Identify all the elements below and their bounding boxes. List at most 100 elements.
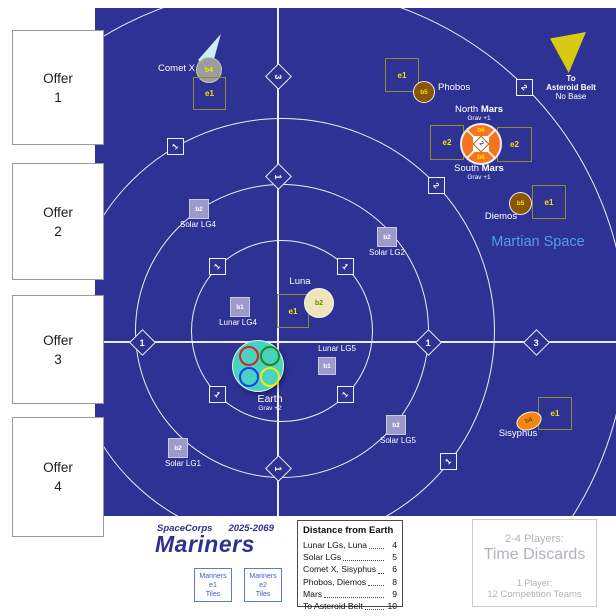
asteroid-belt-no-base: No Base <box>555 92 587 101</box>
one-player-label: 1 Player: <box>516 578 553 588</box>
orbit4-cost-ne: 2 <box>516 79 533 96</box>
lunar-lg4-label: Lunar LG4 <box>219 318 257 327</box>
offer-4-number: 4 <box>54 479 62 494</box>
horizontal-spoke-line <box>95 341 616 343</box>
luna-body[interactable]: b2 <box>304 288 334 318</box>
phobos-label: Phobos <box>438 82 471 93</box>
competition-teams-label: 12 Competition Teams <box>487 589 582 600</box>
vertical-spoke-line <box>277 8 279 516</box>
offer-1-label: Offer <box>43 70 73 86</box>
diemos-e-space[interactable]: e1 <box>532 185 566 219</box>
mariners-e2-tiles-box[interactable]: Mariners e2 Tiles <box>244 568 282 602</box>
asteroid-belt-arrow-icon <box>550 32 586 73</box>
earth-body[interactable] <box>232 340 284 392</box>
luna-label: Luna <box>289 276 311 287</box>
mars-body[interactable]: b6 b6 2 <box>460 123 502 165</box>
brand-years: 2025-2069 <box>228 523 274 534</box>
lunar-lg5-label: Lunar LG5 <box>318 344 356 353</box>
diemos-e-label: e1 <box>544 197 554 207</box>
tilebox-line: e2 <box>259 581 267 589</box>
players-2-4-label: 2-4 Players: <box>505 533 564 545</box>
diemos-base-value: b5 <box>516 200 525 207</box>
offer-1-box[interactable]: Offer 1 <box>12 30 104 145</box>
mars-e-west-label: e2 <box>442 138 452 147</box>
mariners-e1-tiles-box[interactable]: Mariners e1 Tiles <box>194 568 232 602</box>
phobos-e-space[interactable]: e1 <box>385 58 419 92</box>
solar-lg2-tile[interactable]: b2 <box>377 227 397 247</box>
lunar-lg5-tile[interactable]: b1 <box>318 357 336 375</box>
mars-north-base-value: b6 <box>477 127 485 134</box>
offer-2-number: 2 <box>54 223 62 239</box>
asteroid-belt-to: To <box>566 74 576 83</box>
distance-table-title: Distance from Earth <box>303 525 394 536</box>
solar-lg1-label: Solar LG1 <box>164 459 202 468</box>
time-discards-label: Time Discards <box>483 546 586 563</box>
solar-lg1-tile[interactable]: b2 <box>168 438 188 458</box>
comet-x-label: Comet X <box>158 63 195 74</box>
tilebox-line: Mariners <box>199 572 227 580</box>
comet-x-body[interactable]: b4 <box>196 57 222 83</box>
earth-blue-ring-icon <box>239 367 259 387</box>
south-mars-grav: Grav +1 <box>467 174 491 181</box>
orbit3-cost-ne: 2 <box>428 177 445 194</box>
north-mars-label: North Mars <box>454 104 504 115</box>
luna-e-label: e1 <box>288 306 298 316</box>
mars-center-cost: 2 <box>472 135 490 153</box>
sisyphus-label: Sisyphus <box>498 428 538 439</box>
players-info-box: 2-4 Players: Time Discards 1 Player: 12 … <box>472 519 597 607</box>
south-mars-label: South Mars <box>454 163 504 174</box>
solar-lg4-tile[interactable]: b2 <box>189 199 209 219</box>
earth-yellow-ring-icon <box>260 367 280 387</box>
offer-2-box[interactable]: Offer 2 <box>12 163 104 280</box>
sisyphus-e-label: e1 <box>550 409 560 418</box>
offer-3-number: 3 <box>54 351 62 367</box>
brand-name: SpaceCorps <box>157 523 213 534</box>
offer-1-number: 1 <box>54 89 62 105</box>
orbit1-cost-se: 1 <box>337 386 354 403</box>
tilebox-line: e1 <box>209 581 217 589</box>
earth-grav: Grav +2 <box>258 405 282 412</box>
orbit1-cost-ne: 1 <box>337 258 354 275</box>
mars-e-space-west[interactable]: e2 <box>430 125 464 160</box>
solar-lg2-label: Solar LG2 <box>368 248 406 257</box>
tilebox-line: Tiles <box>205 590 221 598</box>
tilebox-line: Mariners <box>249 572 277 580</box>
space-map: 3 1 1 1 3 1 1 1 1 1 1 2 1 2 b4 Comet X e… <box>95 8 616 516</box>
earth-green-ring-icon <box>260 346 280 366</box>
comet-x-e-label: e1 <box>205 89 214 98</box>
offer-4-box[interactable]: Offer 4 <box>12 417 104 537</box>
martian-space-region-label: Martian Space <box>491 234 585 250</box>
brand-line: SpaceCorps 2025-2069 <box>157 523 274 534</box>
comet-x-e-space[interactable]: e1 <box>193 77 226 110</box>
solar-lg4-label: Solar LG4 <box>179 220 217 229</box>
orbit3-cost-se: 1 <box>440 453 457 470</box>
luna-base-value: b2 <box>314 299 324 307</box>
offer-3-box[interactable]: Offer 3 <box>12 295 104 404</box>
solar-lg5-tile[interactable]: b2 <box>386 415 406 435</box>
orbit1-cost-sw: 1 <box>209 386 226 403</box>
phobos-base-value: b5 <box>420 88 428 96</box>
phobos-body[interactable]: b5 <box>413 81 435 103</box>
mars-e-space-east[interactable]: e2 <box>497 127 532 162</box>
sisyphus-e-space[interactable]: e1 <box>538 397 572 430</box>
comet-x-base-value: b4 <box>204 66 214 74</box>
diemos-body[interactable]: b5 <box>509 192 532 215</box>
asteroid-belt-name: Asteroid Belt <box>546 83 596 92</box>
mars-south-base-value: b6 <box>477 154 485 161</box>
solar-lg5-label: Solar LG5 <box>379 436 417 445</box>
earth-label: Earth <box>257 393 283 405</box>
orbit1-cost-nw: 1 <box>209 258 226 275</box>
offer-2-label: Offer <box>43 204 73 220</box>
lunar-lg4-tile[interactable]: b1 <box>230 297 250 317</box>
asteroid-belt-exit: To Asteroid Belt No Base <box>521 74 616 101</box>
offer-3-label: Offer <box>43 332 73 348</box>
north-mars-grav: Grav +1 <box>467 115 491 122</box>
tilebox-line: Tiles <box>255 590 271 598</box>
orbit3-cost-nw: 1 <box>167 138 184 155</box>
